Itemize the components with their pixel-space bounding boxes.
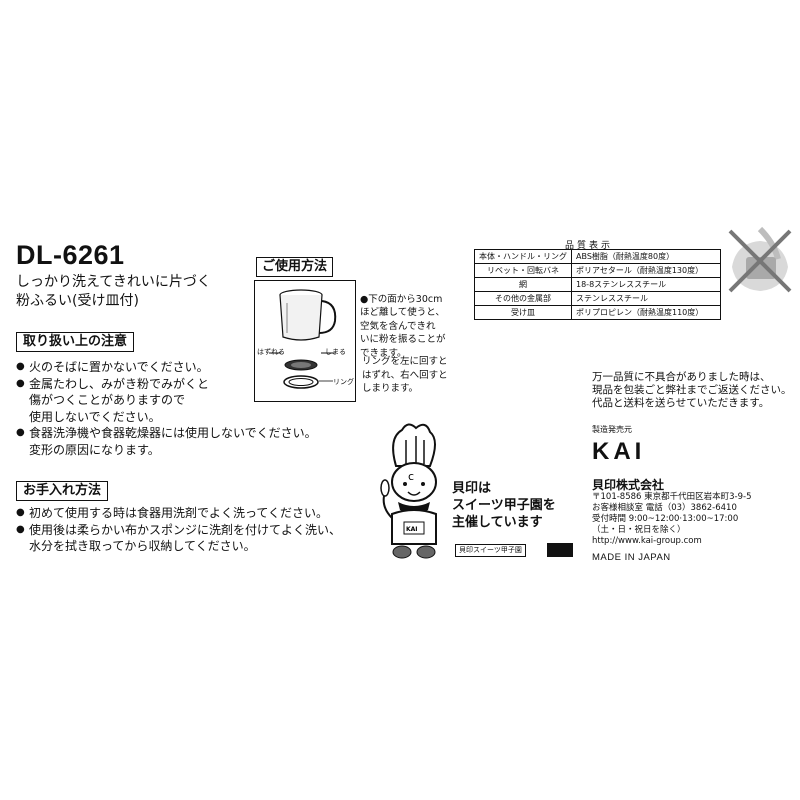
usage-note-distance: ●下の面から30cm ほど離して使うと、 空気を含んできれ いに粉を振ることが …	[360, 293, 446, 359]
care-heading: お手入れ方法	[16, 481, 109, 501]
table-row: その他の金属部ステンレススチール	[474, 291, 721, 306]
no-dishwasher-icon	[728, 226, 792, 293]
product-tagline: しっかり洗えてきれいに片づく 粉ふるい(受け皿付)	[16, 274, 211, 309]
model-number: DL-6261	[16, 240, 125, 270]
caution-item: 火のそばに置かないでください。	[16, 359, 356, 376]
kai-logo: KAI	[592, 438, 646, 465]
caution-item: 金属たわし、みがき粉でみがくと 傷がつくことがありますので 使用しないでください…	[16, 376, 356, 426]
care-list: 初めて使用する時は食器用洗剤でよく洗ってください。 使用後は柔らかい布かスポンジ…	[16, 505, 356, 555]
ring-label: リング	[333, 378, 354, 386]
cautions-list: 火のそばに置かないでください。 金属たわし、みがき粉でみがくと 傷がつくことがあ…	[16, 359, 356, 458]
care-item: 初めて使用する時は食器用洗剤でよく洗ってください。	[16, 505, 356, 522]
usage-heading: ご使用方法	[256, 257, 334, 277]
cautions-heading: 取り扱い上の注意	[16, 332, 135, 352]
sweets-koshien-badge: 貝印スイーツ甲子園	[455, 544, 526, 557]
usage-illustration: はずれる しまる リング	[254, 280, 356, 402]
koshien-logo-icon	[547, 543, 573, 557]
quality-heading: 品質表示	[565, 241, 614, 251]
chef-mascot-icon: c KAI	[380, 423, 437, 559]
usage-note-ring: リングを左に回すと はずれ、右へ回すと しまります。	[362, 356, 448, 394]
made-in-label: MADE IN JAPAN	[592, 552, 671, 563]
svg-text:KAI: KAI	[406, 526, 418, 533]
table-row: リベット・回転バネポリアセタール（耐熱温度130度）	[474, 263, 721, 278]
mascot-speech: 貝印は スイーツ甲子園を 主催しています	[452, 481, 556, 530]
maker-label: 製造発売元	[592, 425, 632, 434]
company-name: 貝印株式会社	[592, 478, 665, 492]
product-label: DL-6261 しっかり洗えてきれいに片づく 粉ふるい(受け皿付) 取り扱い上の…	[0, 226, 800, 568]
loosen-label: はずれる	[257, 348, 285, 356]
company-contact: 〒101-8586 東京都千代田区岩本町3-9-5 お客様相談室 電話（03）3…	[592, 492, 752, 546]
care-item: 使用後は柔らかい布かスポンジに洗剤を付けてよく洗い、 水分を拭き取ってから収納し…	[16, 522, 356, 555]
defect-notice: 万一品質に不具合がありました時は、 現品を包装ごと弊社までご返送ください。 代品…	[592, 371, 792, 409]
tighten-label: しまる	[325, 348, 346, 356]
bullet-icon: ●	[360, 293, 369, 305]
sifter-illustration	[269, 289, 337, 389]
svg-text:c: c	[408, 470, 414, 483]
caution-item: 食器洗浄機や食器乾燥器には使用しないでください。 変形の原因になります。	[16, 425, 356, 458]
table-row: 受け皿ポリプロピレン（耐熱温度110度）	[474, 305, 721, 320]
